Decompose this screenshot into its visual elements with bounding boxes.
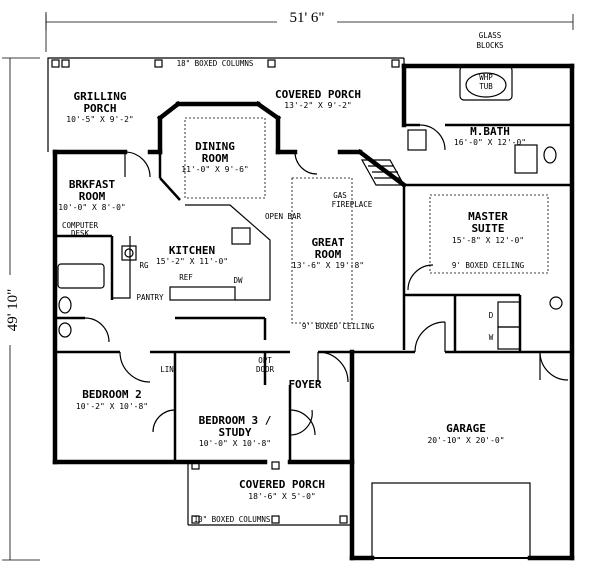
boxed-ceilings	[184, 117, 549, 324]
boxed-columns	[51, 59, 400, 524]
dining-label-2: ROOM	[202, 152, 229, 165]
fixture-labels: RG REF DW PANTRY LIN W D	[136, 261, 493, 374]
great-room-dims: 13'-6" X 19'-8"	[292, 261, 364, 270]
grilling-porch-dims: 10'-5" X 9'-2"	[66, 115, 133, 124]
pantry-label: PANTRY	[136, 293, 164, 302]
interior-walls	[55, 123, 572, 462]
glass-blocks-note-1: GLASS	[479, 31, 502, 40]
grilling-porch-label-1: GRILLING	[74, 90, 127, 103]
foyer-label: FOYER	[288, 378, 321, 391]
bedroom3-label-2: STUDY	[218, 426, 251, 439]
refrigerator-label: REF	[179, 273, 193, 282]
mbath-label: M.BATH	[470, 125, 510, 138]
plan-notes: GLASS BLOCKS 18" BOXED COLUMNS 10" BOXED…	[62, 31, 504, 524]
garage-label: GARAGE	[446, 422, 486, 435]
bedroom2-label: BEDROOM 2	[82, 388, 142, 401]
brkfast-label-1: BRKFAST	[69, 178, 116, 191]
whp-tub-note-2: TUB	[479, 82, 493, 91]
computer-desk-note-2: DESK	[71, 229, 90, 238]
dining-dims: 11'-0" X 9'-6"	[181, 165, 248, 174]
range-label: RG	[139, 261, 149, 270]
boxed-columns-bottom-note: 10" BOXED COLUMNS	[194, 515, 271, 524]
door-swings	[84, 124, 569, 436]
great-room-label-2: ROOM	[315, 248, 342, 261]
dining-label-1: DINING	[195, 140, 235, 153]
dishwasher-label: DW	[233, 276, 243, 285]
covered-porch-top-label: COVERED PORCH	[275, 88, 361, 101]
master-label-1: MASTER	[468, 210, 508, 223]
opt-door-note-1: OPT	[258, 356, 272, 365]
boxed-columns-top-note: 18" BOXED COLUMNS	[177, 59, 254, 68]
room-labels: GRILLING PORCH 10'-5" X 9'-2" COVERED PO…	[58, 88, 526, 501]
porch-outlines	[47, 57, 405, 526]
whp-tub-note-1: WHP	[479, 73, 493, 82]
glass-blocks-note-2: BLOCKS	[476, 41, 504, 50]
brkfast-label-2: ROOM	[79, 190, 106, 203]
computer-desk-note-1: COMPUTER	[62, 221, 99, 230]
bedroom3-dims: 10'-0" X 10'-8"	[199, 439, 271, 448]
covered-porch-bottom-label: COVERED PORCH	[239, 478, 325, 491]
master-dims: 15'-8" X 12'-0"	[452, 236, 524, 245]
grilling-porch-label-2: PORCH	[83, 102, 116, 115]
gas-fireplace-note-2: FIREPLACE	[332, 200, 373, 209]
fireplace	[360, 159, 406, 186]
width-dimension: 51' 6"	[289, 10, 324, 26]
gas-fireplace-note-1: GAS	[333, 191, 347, 200]
dryer-label: D	[489, 311, 494, 320]
washer-label: W	[489, 333, 494, 342]
bedroom2-dims: 10'-2" X 10'-8"	[76, 402, 148, 411]
brkfast-dims: 10'-0" X 8'-0"	[58, 203, 125, 212]
open-bar-note: OPEN BAR	[265, 212, 302, 221]
master-ceiling-note: 9' BOXED CEILING	[452, 261, 525, 270]
linen-label: LIN	[160, 365, 174, 374]
bedroom3-label-1: BEDROOM 3 /	[199, 414, 272, 427]
covered-porch-bottom-dims: 18'-6" X 5'-0"	[248, 492, 315, 501]
bathroom-fixtures	[57, 65, 563, 350]
opt-door-note-2: DOOR	[256, 365, 275, 374]
kitchen-dims: 15'-2" X 11'-0"	[156, 257, 228, 266]
kitchen-label: KITCHEN	[169, 244, 215, 257]
kitchen-counters	[111, 204, 271, 301]
depth-dimension: 49' 10"	[5, 289, 21, 332]
mbath-dims: 16'-0" X 12'-0"	[454, 138, 526, 147]
covered-porch-top-dims: 13'-2" X 9'-2"	[284, 101, 351, 110]
great-room-ceiling-note: 9' BOXED CEILING	[302, 322, 375, 331]
master-label-2: SUITE	[471, 222, 504, 235]
garage-door	[371, 482, 531, 559]
great-room-label-1: GREAT	[311, 236, 344, 249]
garage-dims: 20'-10" X 20'-0"	[427, 436, 504, 445]
